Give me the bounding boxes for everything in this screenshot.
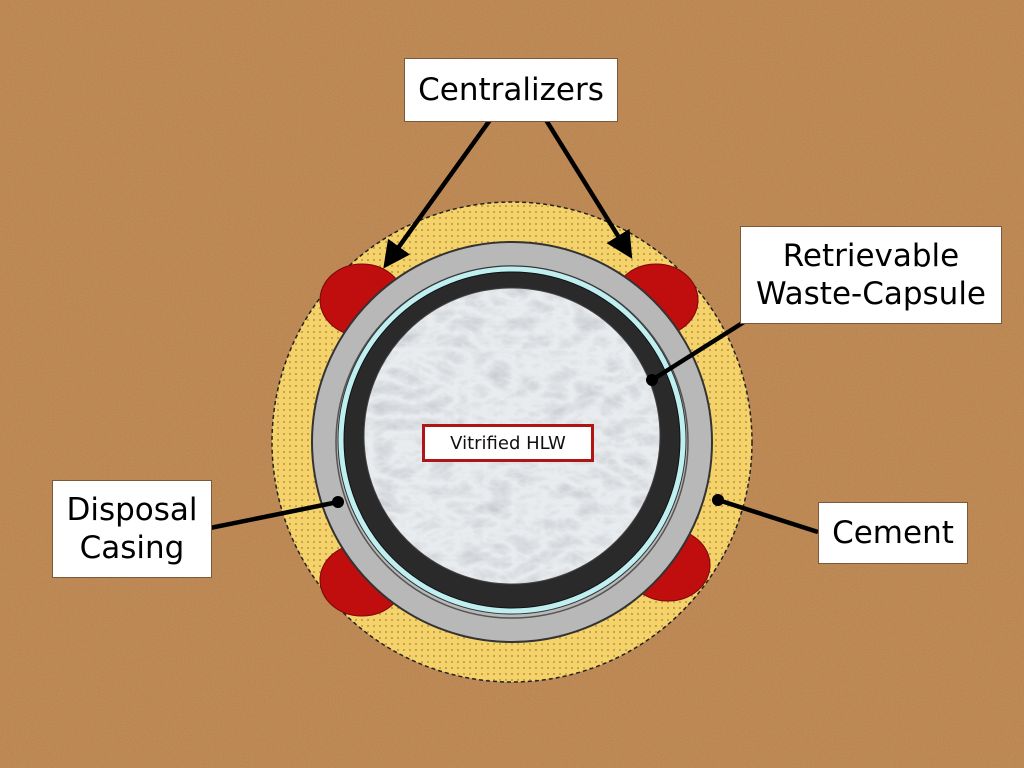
leader-cement [717, 497, 819, 535]
leader-lines [209, 118, 819, 535]
label-disposal-casing: Disposal Casing [52, 480, 212, 578]
arrow-centralizer-right [544, 118, 633, 259]
label-vitrified-hlw: Vitrified HLW [422, 424, 594, 462]
label-centralizers: Centralizers [404, 58, 618, 122]
hlw-core-edge [363, 287, 661, 585]
label-cement: Cement [818, 502, 968, 564]
leader-capsule [650, 320, 746, 382]
pointer-dot-casing [332, 496, 344, 508]
label-retrievable-waste-capsule: Retrievable Waste-Capsule [740, 226, 1002, 324]
pointer-dot-capsule [646, 374, 658, 386]
pointer-dot-cement [712, 494, 724, 506]
arrow-centralizer-left [383, 118, 492, 269]
leader-casing [209, 499, 339, 531]
